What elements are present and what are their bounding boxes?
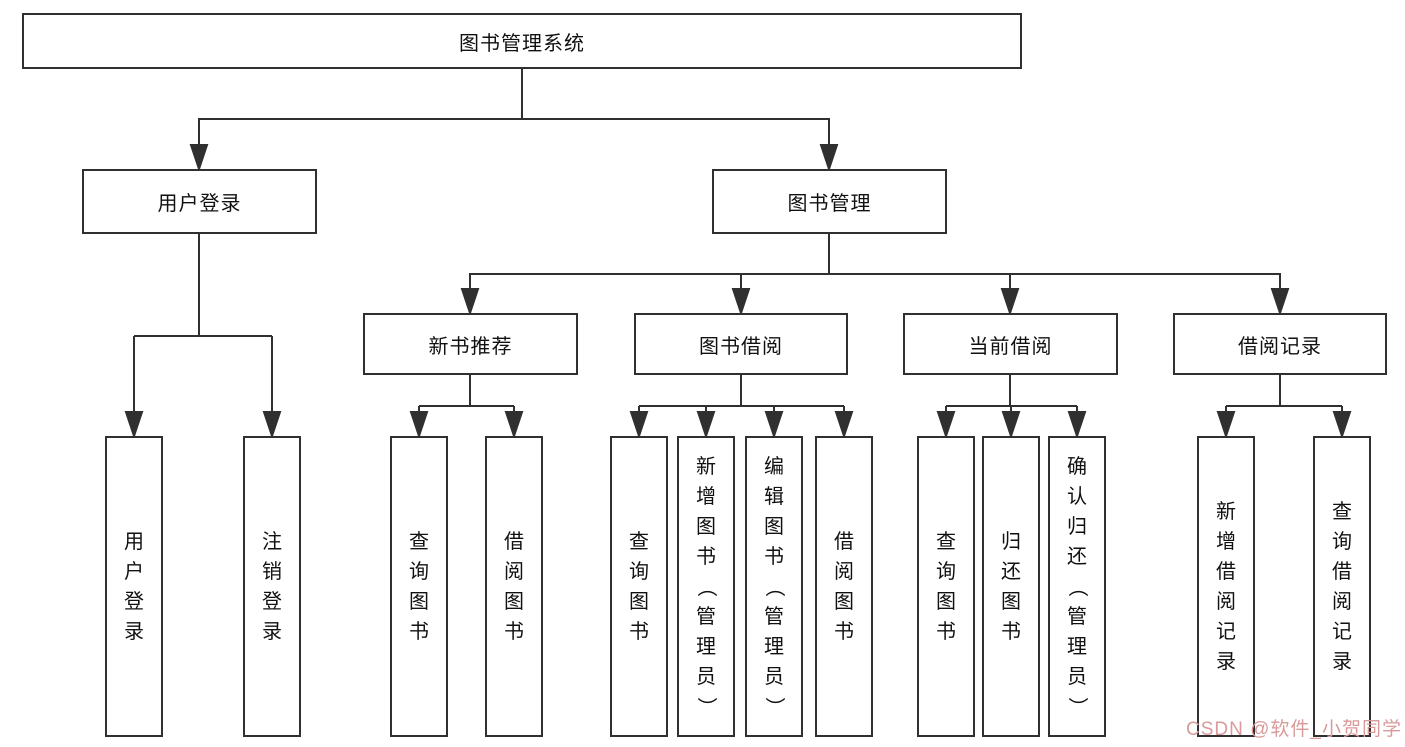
connector-root-to-level2 bbox=[189, 69, 839, 173]
leaf-add-books-admin: 新增图书（管理员） bbox=[677, 436, 735, 737]
connector-current-children bbox=[936, 375, 1087, 440]
leaf-add-borrow-record: 新增借阅记录 bbox=[1197, 436, 1255, 737]
node-new-book-recommend: 新书推荐 bbox=[363, 313, 578, 375]
leaf-query-books-current: 查询图书 bbox=[917, 436, 975, 737]
node-borrow-records: 借阅记录 bbox=[1173, 313, 1387, 375]
leaf-user-login: 用户登录 bbox=[105, 436, 163, 737]
leaf-return-books: 归还图书 bbox=[982, 436, 1040, 737]
leaf-label: 借阅图书 bbox=[504, 530, 524, 643]
leaf-label: 查询图书 bbox=[629, 530, 649, 643]
node-label: 图书管理系统 bbox=[459, 32, 585, 55]
connector-recommend-children bbox=[409, 375, 524, 440]
leaf-label: 归还图书 bbox=[1001, 530, 1021, 643]
leaf-label: 借阅图书 bbox=[834, 530, 854, 643]
leaf-confirm-return-admin: 确认归还（管理员） bbox=[1048, 436, 1106, 737]
leaf-borrow-books: 借阅图书 bbox=[815, 436, 873, 737]
leaf-query-books-borrow: 查询图书 bbox=[610, 436, 668, 737]
leaf-borrow-books-recommend: 借阅图书 bbox=[485, 436, 543, 737]
node-user-login: 用户登录 bbox=[82, 169, 317, 234]
node-label: 图书借阅 bbox=[699, 335, 783, 358]
connector-book-management-to-level3 bbox=[460, 234, 1290, 317]
node-current-borrow: 当前借阅 bbox=[903, 313, 1118, 375]
leaf-label: 用户登录 bbox=[124, 530, 144, 643]
leaf-label: 查询图书 bbox=[936, 530, 956, 643]
leaf-edit-books-admin: 编辑图书（管理员） bbox=[745, 436, 803, 737]
leaf-label: 注销登录 bbox=[262, 530, 282, 643]
connector-records-children bbox=[1216, 375, 1352, 440]
node-label: 新书推荐 bbox=[428, 335, 513, 358]
csdn-watermark: CSDN @软件_小贺同学 bbox=[1186, 719, 1402, 740]
leaf-label: 确认归还（管理员） bbox=[1066, 455, 1088, 717]
leaf-query-books-recommend: 查询图书 bbox=[390, 436, 448, 737]
leaf-label: 查询借阅记录 bbox=[1332, 500, 1352, 673]
node-label: 用户登录 bbox=[157, 193, 242, 215]
node-label: 图书管理 bbox=[787, 193, 872, 215]
node-book-management: 图书管理 bbox=[712, 169, 947, 234]
leaf-label: 新增图书（管理员） bbox=[695, 455, 717, 717]
node-book-borrow: 图书借阅 bbox=[634, 313, 848, 375]
connector-borrow-children bbox=[629, 375, 854, 440]
leaf-label: 编辑图书（管理员） bbox=[763, 455, 785, 717]
node-label: 当前借阅 bbox=[968, 335, 1053, 358]
leaf-query-borrow-record: 查询借阅记录 bbox=[1313, 436, 1371, 737]
node-root-library-system: 图书管理系统 bbox=[22, 13, 1022, 69]
leaf-label: 查询图书 bbox=[409, 530, 429, 643]
node-label: 借阅记录 bbox=[1238, 335, 1322, 358]
connector-user-login-children bbox=[124, 234, 282, 440]
leaf-logout: 注销登录 bbox=[243, 436, 301, 737]
leaf-label: 新增借阅记录 bbox=[1216, 500, 1236, 673]
